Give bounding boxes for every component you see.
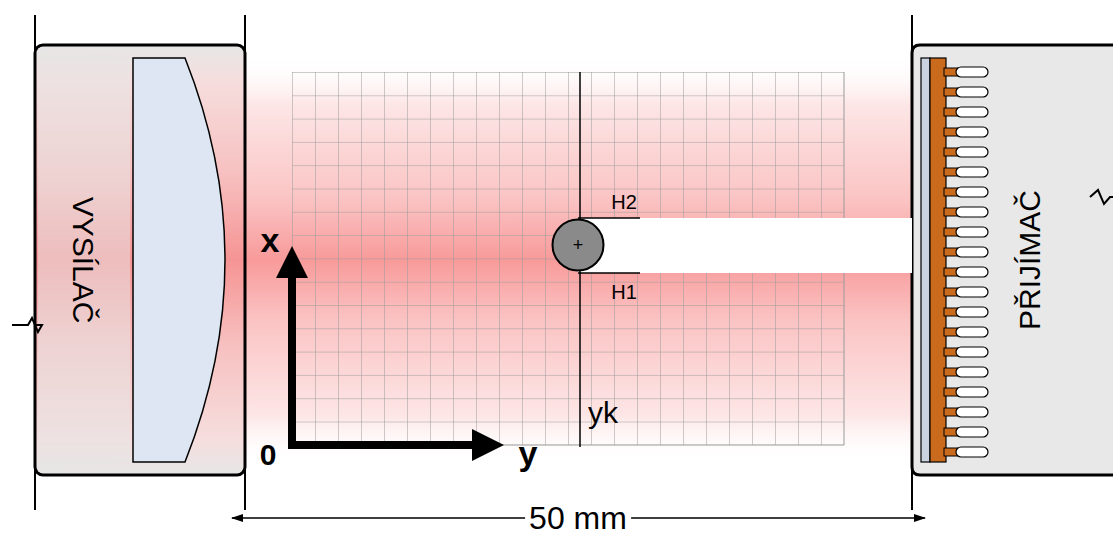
pin-tab [956,307,988,317]
position-label: yk [588,398,618,428]
pin-tab [956,87,988,97]
node-label: VYSÍLAČ [68,197,98,324]
pin-tab [956,387,988,397]
pin-tab [956,207,988,217]
pin-tab [956,127,988,137]
edge-label: H1 [611,282,637,302]
object-circle: + [551,218,605,272]
pin-tab [956,447,988,457]
receiver-housing: PŘIJÍMAČ [995,48,1065,472]
pin-tab [956,227,988,237]
axis-label: x [261,223,280,257]
dimension-label: 50 mm [525,502,631,534]
node-label: + [573,236,584,254]
pin-tab [956,247,988,257]
pin-tab [956,427,988,437]
transmitter-housing: VYSÍLAČ [38,48,128,472]
pin-tab [956,287,988,297]
pin-tab [956,67,988,77]
edge-label: H2 [611,192,637,212]
pin-tab [956,167,988,177]
node-label: PŘIJÍMAČ [1015,190,1045,330]
axis-label: y [519,436,538,470]
pin-tab [956,267,988,277]
pin-tab [956,107,988,117]
pin-tab [956,147,988,157]
pin-tab [956,347,988,357]
origin-label: 0 [260,440,277,470]
pin-tab [956,327,988,337]
pin-tab [956,367,988,377]
pin-tab [956,407,988,417]
pin-tab [956,187,988,197]
